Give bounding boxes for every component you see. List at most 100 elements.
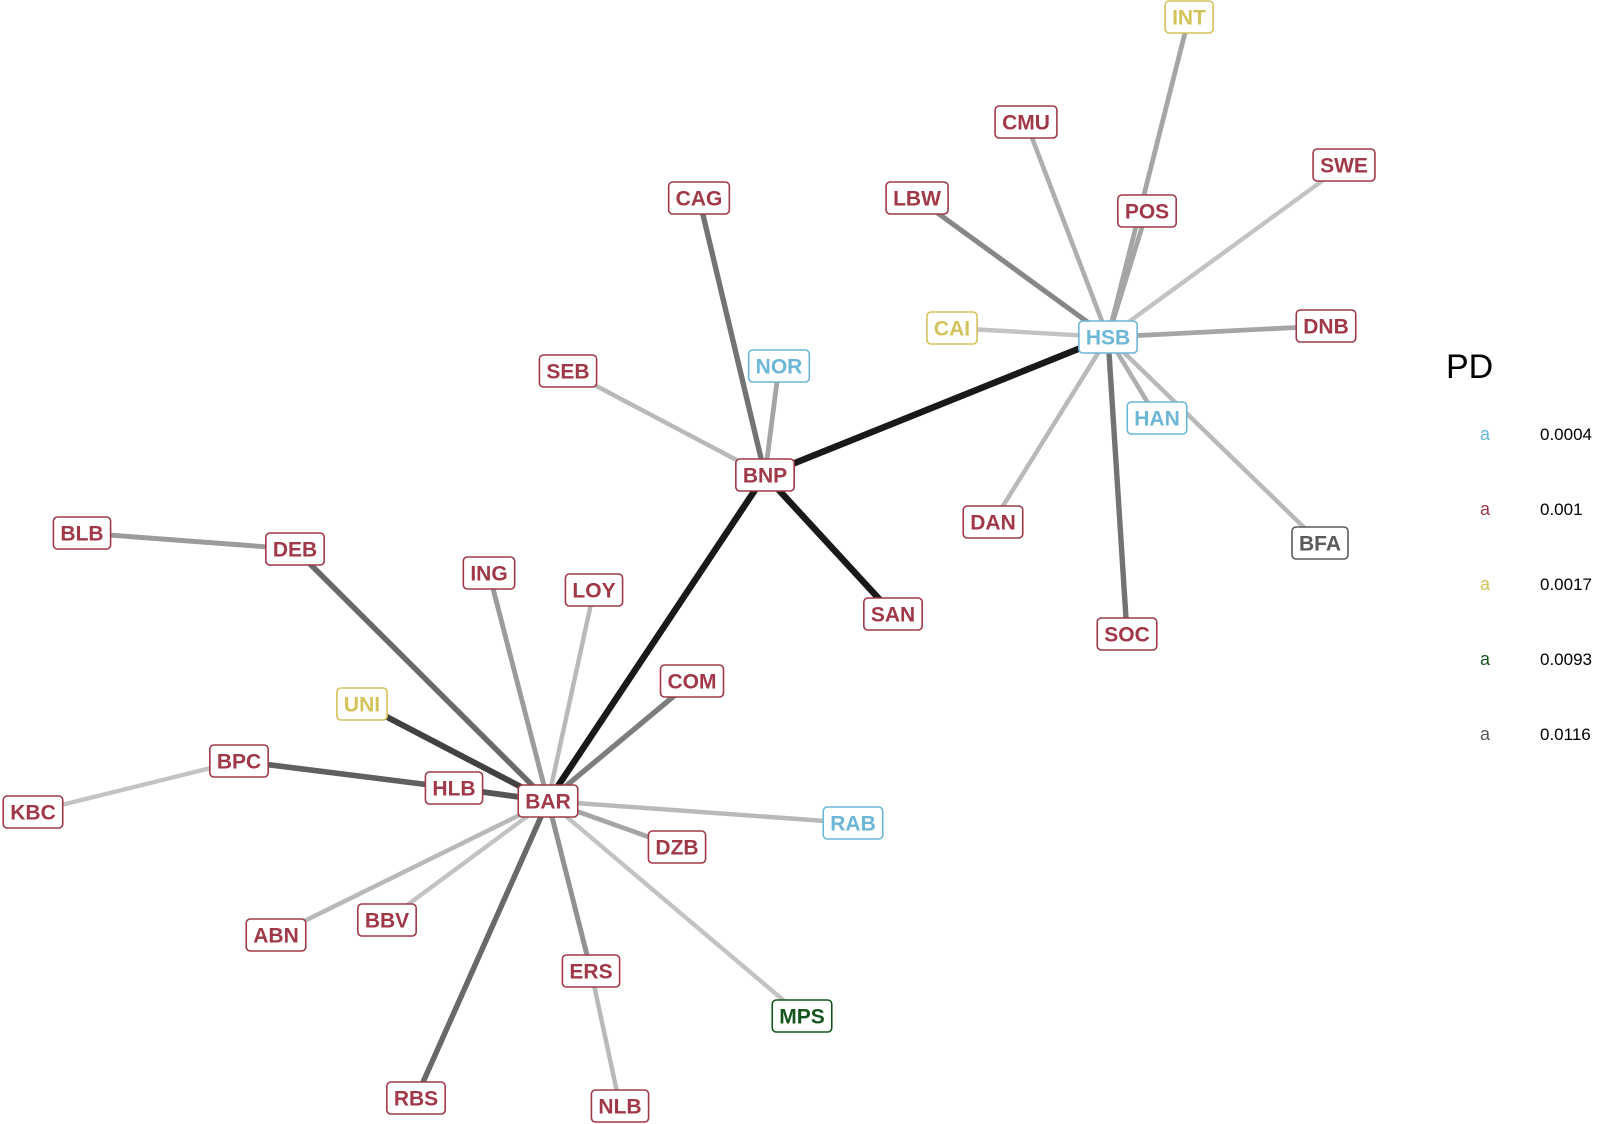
- edge-bar-deb: [293, 547, 550, 803]
- node-rbs[interactable]: RBS: [386, 1081, 446, 1115]
- node-box: [659, 664, 725, 698]
- legend-value: 0.0004: [1540, 425, 1592, 444]
- node-hlb[interactable]: HLB: [424, 771, 484, 805]
- node-soc[interactable]: SOC: [1096, 617, 1158, 651]
- edge-hsb-dan: [991, 335, 1110, 524]
- node-bfa[interactable]: BFA: [1291, 526, 1349, 560]
- edge-hsb-cmu: [1023, 121, 1111, 338]
- node-label: BFA: [1299, 533, 1341, 556]
- node-box: [424, 771, 484, 805]
- edge-bar-mps: [546, 799, 804, 1018]
- node-label: BNP: [743, 465, 787, 488]
- legend-key: a: [1480, 649, 1491, 669]
- node-deb[interactable]: DEB: [265, 532, 325, 566]
- node-label: INT: [1172, 7, 1206, 30]
- node-label: NOR: [756, 356, 803, 379]
- node-box: [885, 181, 949, 215]
- edge-bpc-kbc: [32, 758, 240, 815]
- edge-hsb-pos: [1105, 210, 1150, 338]
- node-han[interactable]: HAN: [1126, 401, 1188, 435]
- node-abn[interactable]: ABN: [245, 918, 307, 952]
- node-com[interactable]: COM: [659, 664, 725, 698]
- node-seb[interactable]: SEB: [538, 354, 598, 388]
- edge-bar-rab: [547, 798, 854, 826]
- edge-bar-ing: [486, 572, 551, 802]
- legend-entry-1: a 0.001: [1480, 499, 1583, 519]
- edge-bar-ers: [545, 800, 594, 972]
- node-label: CAG: [676, 188, 723, 211]
- edge-hlb-bpc: [238, 758, 455, 791]
- node-label: CAI: [934, 318, 970, 341]
- node-label: ERS: [569, 961, 612, 984]
- node-box: [561, 954, 621, 988]
- node-box: [747, 349, 811, 383]
- node-label: SOC: [1104, 624, 1150, 647]
- node-box: [994, 105, 1058, 139]
- legend-value: 0.0017: [1540, 575, 1592, 594]
- node-nor[interactable]: NOR: [747, 349, 811, 383]
- node-label: BAR: [525, 791, 571, 814]
- node-blb[interactable]: BLB: [52, 516, 112, 550]
- node-uni[interactable]: UNI: [336, 687, 388, 721]
- node-label: KBC: [10, 802, 56, 825]
- node-int[interactable]: INT: [1164, 0, 1214, 34]
- node-box: [245, 918, 307, 952]
- node-label: BBV: [365, 910, 409, 933]
- node-dzb[interactable]: DZB: [647, 830, 707, 864]
- node-label: BPC: [217, 751, 261, 774]
- node-swe[interactable]: SWE: [1312, 148, 1376, 182]
- node-san[interactable]: SAN: [863, 597, 923, 631]
- node-rab[interactable]: RAB: [822, 806, 884, 840]
- node-cai[interactable]: CAI: [926, 311, 978, 345]
- node-box: [647, 830, 707, 864]
- node-bbv[interactable]: BBV: [357, 903, 417, 937]
- edge-hsb-swe: [1106, 163, 1346, 339]
- legend-value: 0.0116: [1540, 725, 1591, 744]
- edge-layer: [32, 16, 1346, 1107]
- node-cag[interactable]: CAG: [667, 181, 731, 215]
- node-box: [926, 311, 978, 345]
- node-cmu[interactable]: CMU: [994, 105, 1058, 139]
- edge-bnp-hsb: [763, 333, 1110, 479]
- edge-hsb-dnb: [1107, 323, 1327, 340]
- node-pos[interactable]: POS: [1117, 194, 1177, 228]
- edge-bar-loy: [545, 589, 597, 802]
- node-hsb[interactable]: HSB: [1078, 320, 1138, 354]
- node-label: SWE: [1320, 155, 1368, 178]
- node-box: [735, 458, 795, 492]
- node-box: [462, 556, 516, 590]
- node-lbw[interactable]: LBW: [885, 181, 949, 215]
- node-dan[interactable]: DAN: [962, 505, 1024, 539]
- edge-bar-bbv: [385, 799, 550, 922]
- node-label: DEB: [273, 539, 317, 562]
- node-box: [386, 1081, 446, 1115]
- node-kbc[interactable]: KBC: [2, 795, 64, 829]
- node-bpc[interactable]: BPC: [209, 744, 269, 778]
- legend-title: PD: [1446, 348, 1493, 386]
- legend-value: 0.001: [1540, 500, 1583, 519]
- node-box: [1126, 401, 1188, 435]
- edge-bnp-san: [762, 472, 896, 617]
- node-nlb[interactable]: NLB: [590, 1089, 650, 1123]
- legend-key: a: [1480, 499, 1491, 519]
- node-ers[interactable]: ERS: [561, 954, 621, 988]
- node-ing[interactable]: ING: [462, 556, 516, 590]
- node-label: SEB: [546, 361, 589, 384]
- edge-bnp-seb: [566, 369, 767, 477]
- node-bnp[interactable]: BNP: [735, 458, 795, 492]
- node-bar[interactable]: BAR: [517, 784, 579, 818]
- node-box: [357, 903, 417, 937]
- node-label: RAB: [830, 813, 876, 836]
- node-loy[interactable]: LOY: [564, 573, 624, 607]
- node-label: HAN: [1134, 408, 1180, 431]
- node-label: ABN: [253, 925, 299, 948]
- node-dnb[interactable]: DNB: [1295, 309, 1357, 343]
- node-mps[interactable]: MPS: [771, 999, 833, 1033]
- node-label: LOY: [572, 580, 615, 603]
- node-box: [209, 744, 269, 778]
- node-box: [1291, 526, 1349, 560]
- node-box: [667, 181, 731, 215]
